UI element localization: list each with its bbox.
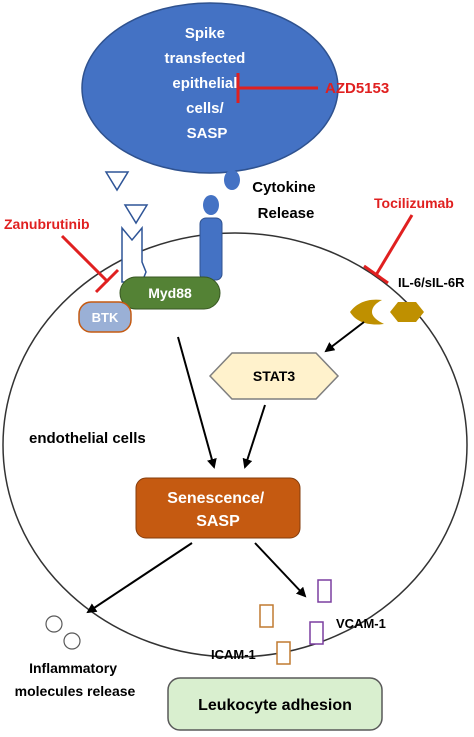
arrow-senescence-to-inflammatory: [86, 542, 193, 614]
myd88-label: Myd88: [148, 285, 192, 301]
spike-cell-label: Spike transfected epithelial cells/ SASP: [164, 25, 249, 142]
stat3-label: STAT3: [253, 368, 295, 384]
arrow-senescence-to-adhesion: [254, 542, 307, 598]
spike-epithelial-cell: [81, 2, 339, 174]
leukocyte-adhesion-label: Leukocyte adhesion: [198, 697, 352, 714]
endothelial-cell: [2, 232, 468, 658]
icam-molecule-icon: [259, 604, 274, 628]
arrow-receptor-to-stat3: [324, 321, 365, 353]
stat3-hexagon: [208, 352, 340, 400]
leukocyte-adhesion-box: [167, 677, 383, 731]
senescence-box: [135, 477, 301, 539]
vcam-label: VCAM-1: [336, 616, 386, 631]
il6-ligand-icon: [390, 302, 424, 322]
molecule-circle-icon: [45, 615, 63, 633]
arrow-myd88-to-senescence: [177, 336, 217, 469]
zanubrutinib-inhibit-bar: [94, 268, 120, 294]
ligand-triangle-icon: [123, 204, 149, 225]
tocilizumab-inhibit-line: [374, 214, 414, 276]
cytokine-dot-icon: [224, 170, 240, 190]
cytokine-release-label: Cytokine Release: [252, 179, 320, 222]
tocilizumab-label: Tocilizumab: [374, 195, 454, 211]
myd88-box: [119, 276, 221, 310]
cytokine-dot-icon: [203, 195, 219, 215]
molecule-circle-icon: [63, 632, 81, 650]
endothelial-cells-label: endothelial cells: [29, 430, 146, 447]
senescence-label: Senescence/ SASP: [167, 490, 268, 530]
tlr-receptor: [121, 225, 147, 283]
tocilizumab-inhibit-bar: [363, 264, 389, 285]
il6-receptor-label: IL-6/sIL-6R: [398, 275, 465, 290]
zanubrutinib-inhibit-line: [60, 234, 110, 284]
zanubrutinib-label: Zanubrutinib: [4, 216, 90, 232]
arrow-stat3-to-senescence: [242, 404, 266, 469]
inflammatory-label: Inflammatory molecules release: [15, 660, 136, 699]
vcam-molecule-icon: [309, 621, 324, 645]
ligand-triangle-icon: [104, 171, 130, 192]
icam-label: ICAM-1: [211, 647, 256, 662]
vcam-molecule-icon: [317, 579, 332, 603]
btk-label: BTK: [92, 310, 119, 325]
azd5153-label: AZD5153: [325, 80, 389, 97]
il6-receptor-icon: [350, 299, 384, 325]
cytokine-receptor: [199, 217, 223, 281]
btk-box: [78, 301, 132, 333]
icam-molecule-icon: [276, 641, 291, 665]
